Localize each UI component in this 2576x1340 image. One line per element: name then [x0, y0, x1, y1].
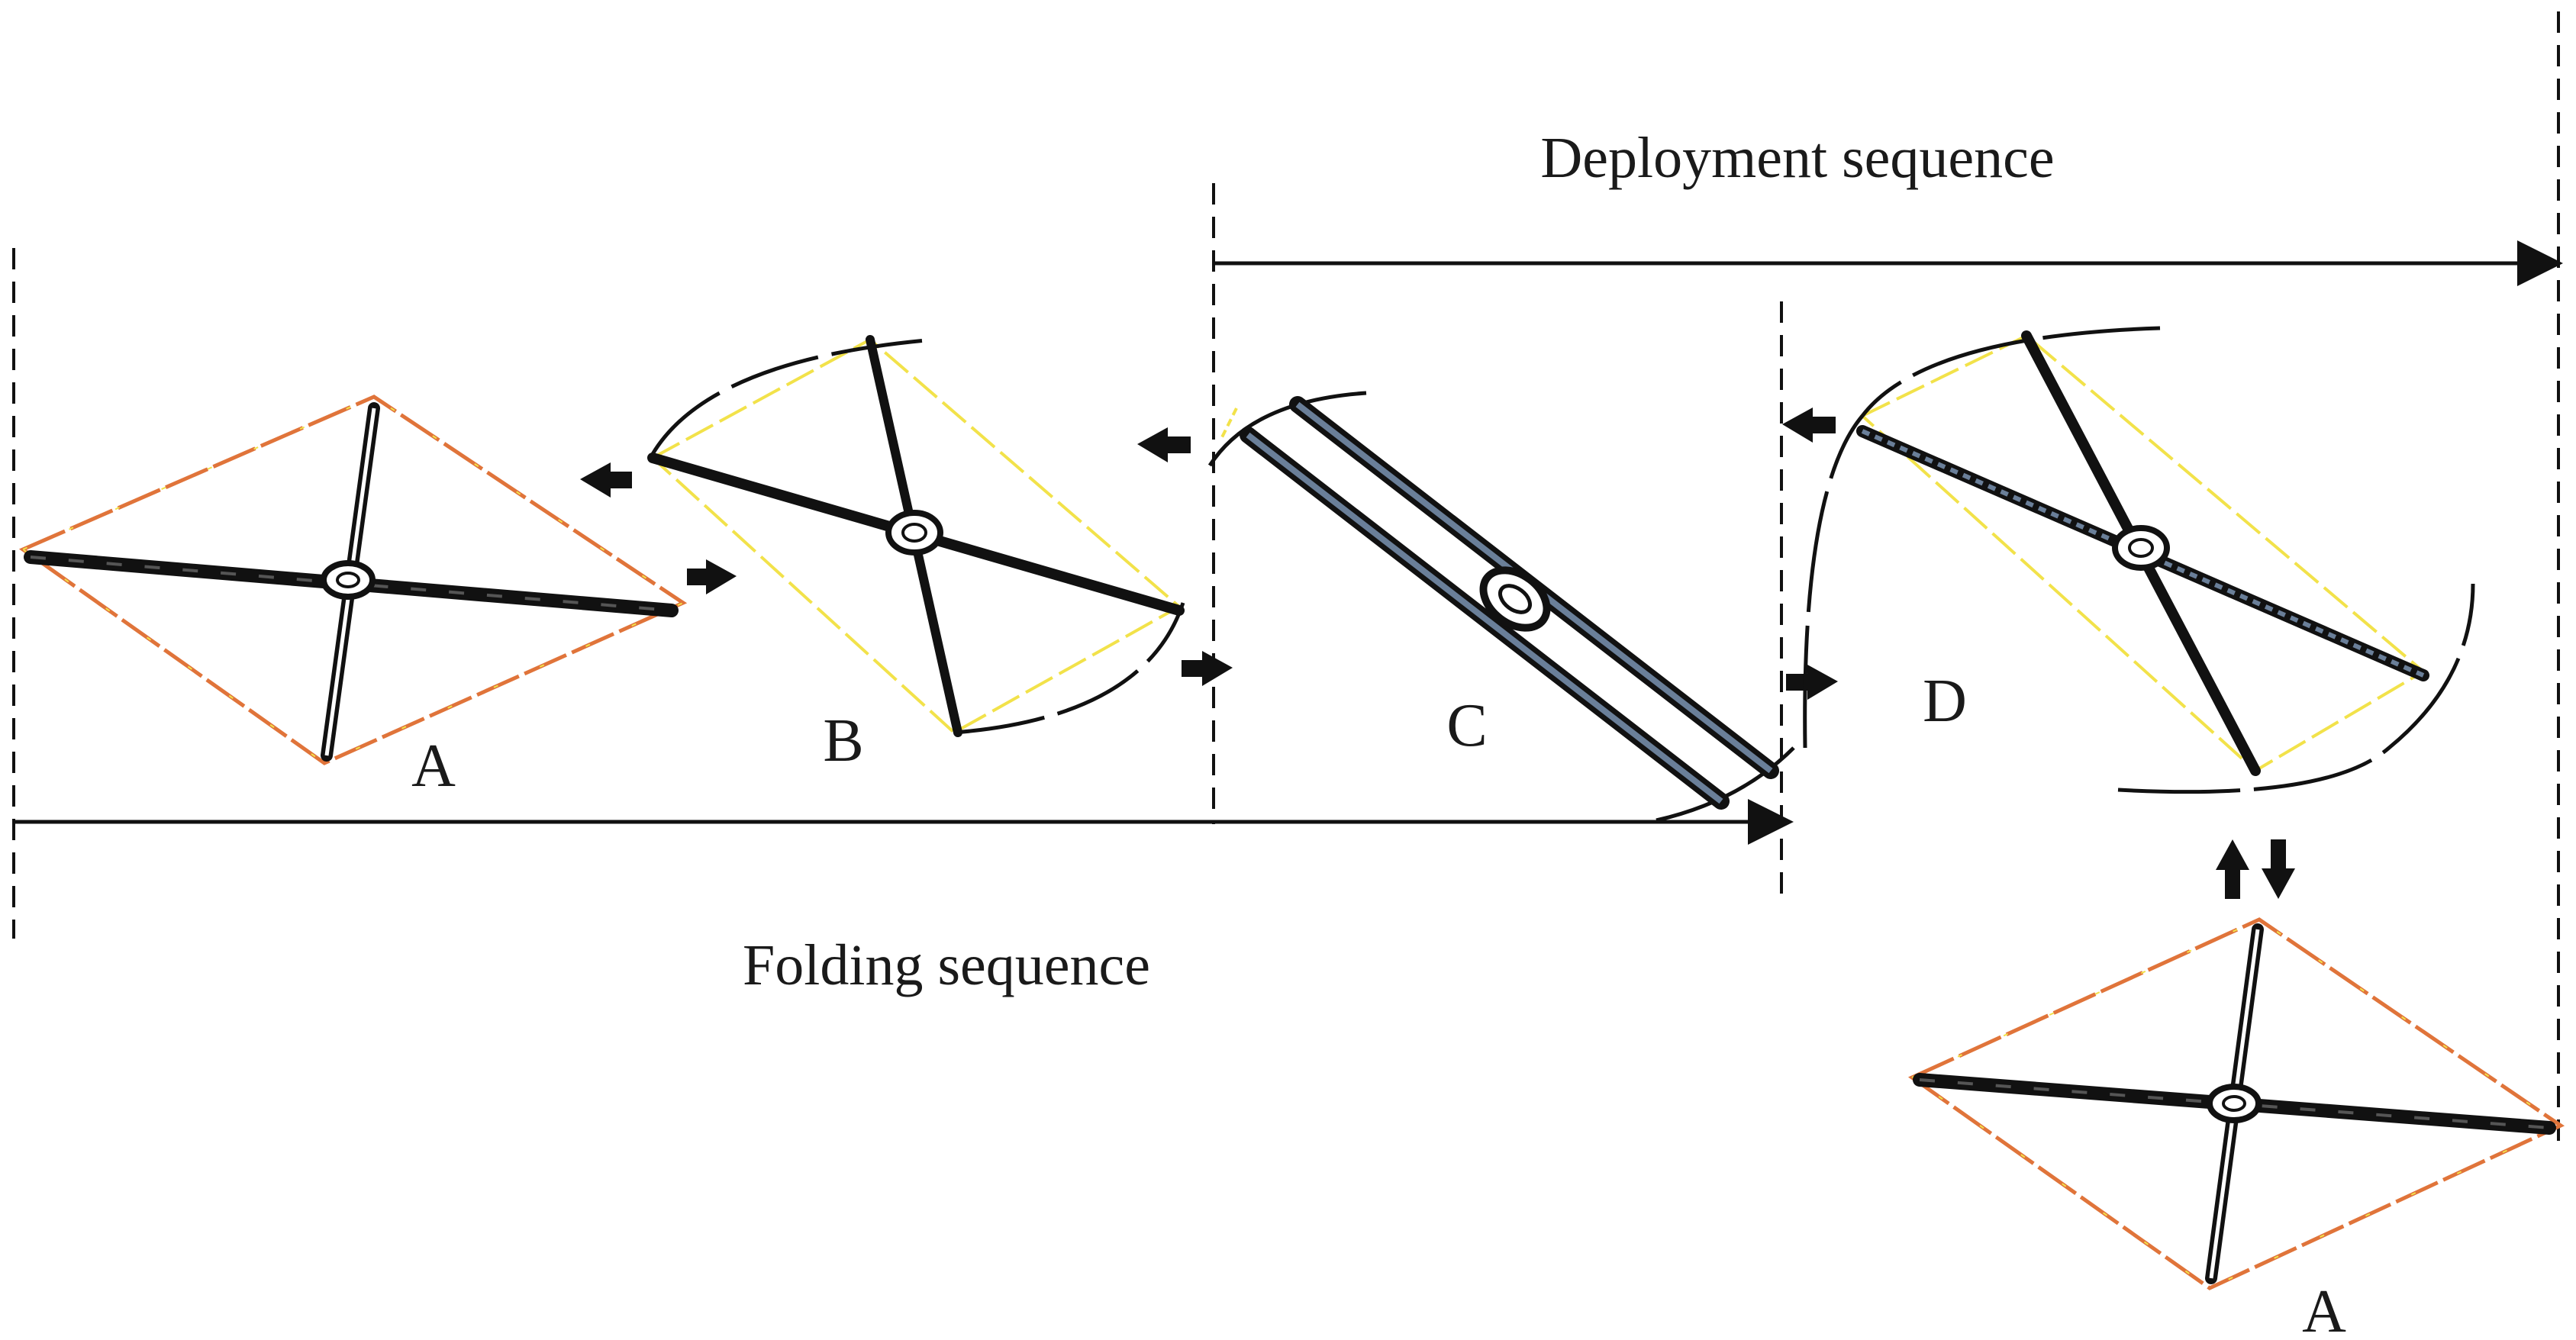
folding-sequence-label: Folding sequence	[743, 933, 1150, 997]
stage-d-arc-bottom	[2117, 583, 2475, 794]
arrow-right-cd	[1786, 665, 1838, 700]
arrow-left-ab	[580, 462, 632, 498]
stage-a-final-frame	[1908, 917, 2565, 1290]
arrow-right-ab	[687, 559, 737, 594]
stage-b-structure	[647, 335, 1185, 737]
stage-a-structure	[18, 395, 688, 765]
stage-d-label: D	[1923, 668, 1967, 735]
arrow-left-bc	[1137, 427, 1191, 462]
stage-b-arc-bottom	[953, 602, 1185, 735]
stage-a-final-structure	[1908, 917, 2565, 1290]
arrow-down-da	[2262, 839, 2295, 899]
arrow-up-da	[2216, 839, 2249, 899]
stage-c-arc-top	[1207, 391, 1367, 467]
stage-a-final-label: A	[2302, 1278, 2346, 1340]
stage-d-structure	[1803, 326, 2475, 794]
arrow-left-cd	[1782, 407, 1836, 443]
stage-a-frame	[18, 395, 688, 765]
deployment-sequence-label: Deployment sequence	[1540, 126, 2054, 190]
stage-b-label: B	[823, 707, 863, 775]
stage-c-arc-bottom	[1656, 746, 1795, 823]
arrow-right-bc	[1182, 651, 1233, 686]
stage-c-structure	[1207, 391, 1795, 823]
stage-a-label: A	[411, 733, 456, 800]
stage-b-arc-top	[650, 337, 936, 456]
stage-c-label: C	[1446, 692, 1487, 759]
